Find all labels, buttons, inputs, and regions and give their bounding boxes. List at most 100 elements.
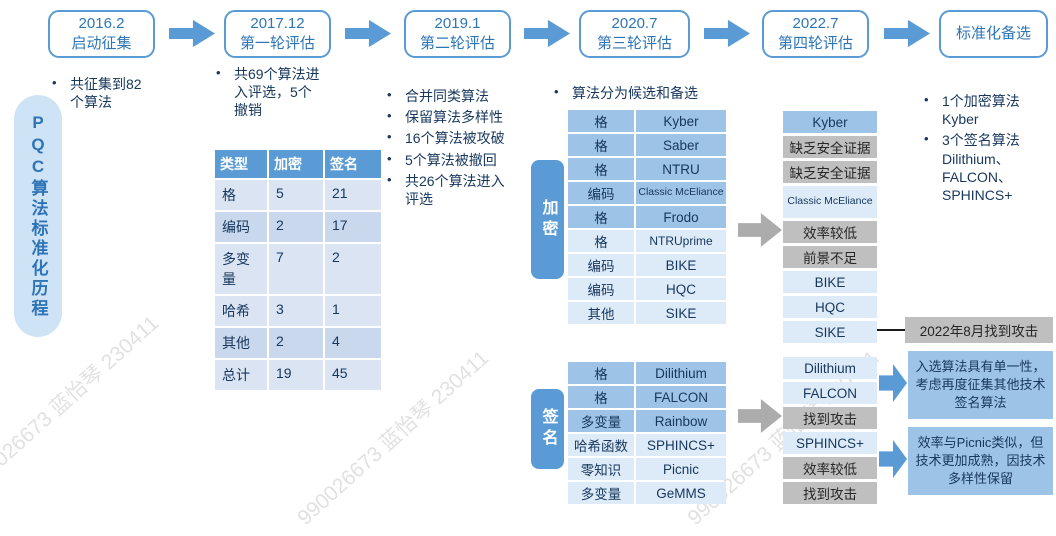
table-cell: 总计 (215, 360, 267, 390)
table-cell: 17 (325, 212, 381, 242)
table-cell: 编码 (215, 212, 267, 242)
bullet-item: 共26个算法进入评选 (383, 172, 509, 208)
result-cell: SPHINCS+ (783, 432, 877, 454)
algo-name-cell: Picnic (636, 458, 726, 480)
algo-name-cell: SIKE (636, 302, 726, 324)
encryption-section-pill: 加密 (531, 160, 564, 279)
diagram-title-capsule: PQC算法标准化历程 (14, 95, 62, 337)
round4-bullets: 算法分为候选和备选 (550, 84, 726, 105)
blue-arrow-icon (879, 440, 907, 478)
table-cell: 4 (325, 328, 381, 358)
algo-type-cell: 多变量 (568, 410, 634, 432)
timeline-stage-3: 2019.1 第二轮评估 (404, 10, 511, 58)
table-cell: 21 (325, 180, 381, 210)
stage-label: 第三轮评估 (596, 35, 672, 52)
signature-note-2: 效率与Picnic类似，但技术更加成熟，因技术多样性保留 (908, 427, 1053, 495)
table-cell: 3 (269, 296, 323, 326)
stage-label: 启动征集 (71, 35, 132, 52)
bullet-item: 共征集到82个算法 (48, 75, 152, 111)
result-cell: 缺乏安全证据 (783, 136, 877, 158)
round1-bullets: 共征集到82个算法 (48, 75, 152, 114)
bullet-item: 合并同类算法 (383, 87, 509, 105)
algo-type-cell: 编码 (568, 182, 634, 204)
table-header-cell: 类型 (215, 150, 267, 178)
algo-type-cell: 编码 (568, 278, 634, 300)
timeline-stage-2: 2017.12 第一轮评估 (224, 10, 331, 58)
algo-type-cell: 零知识 (568, 458, 634, 480)
algo-name-cell: Kyber (636, 110, 726, 132)
algo-type-cell: 格 (568, 158, 634, 180)
algo-type-cell: 格 (568, 134, 634, 156)
bullet-item: 1个加密算法Kyber (920, 92, 1046, 128)
bullet-item: 16个算法被攻破 (383, 129, 509, 147)
table-cell: 45 (325, 360, 381, 390)
bullet-item: 算法分为候选和备选 (550, 84, 726, 102)
table-header-cell: 加密 (269, 150, 323, 178)
table-header-row: 类型加密签名 (215, 150, 381, 178)
bullet-item: 5个算法被撤回 (383, 151, 509, 169)
stage-date: 2019.1 (434, 14, 481, 32)
algo-type-cell: 其他 (568, 302, 634, 324)
gray-arrow-icon (738, 213, 782, 247)
bullet-item: 保留算法多样性 (383, 108, 509, 126)
algo-type-cell: 编码 (568, 254, 634, 276)
round2-bullets: 共69个算法进入评选，5个撤销 (212, 65, 324, 123)
table-cell: 2 (325, 244, 381, 294)
stage-date: 2016.2 (78, 14, 125, 32)
algo-name-cell: SPHINCS+ (636, 434, 726, 456)
arrow-right-icon (345, 19, 391, 48)
table-cell: 其他 (215, 328, 267, 358)
algo-name-cell: NTRU (636, 158, 726, 180)
table-header-cell: 签名 (325, 150, 381, 178)
algo-name-cell: NTRUprime (636, 230, 726, 252)
timeline-stage-1: 2016.2 启动征集 (48, 10, 155, 58)
algo-name-cell: FALCON (636, 386, 726, 408)
result-cell: 效率较低 (783, 457, 877, 479)
final-bullets: 1个加密算法Kyber3个签名算法Dilithium、FALCON、SPHINC… (920, 92, 1046, 207)
algo-type-cell: 格 (568, 386, 634, 408)
stage-date: 2020.7 (611, 14, 658, 32)
algo-name-cell: BIKE (636, 254, 726, 276)
result-cell: Classic McEliance (783, 186, 877, 218)
algo-type-cell: 哈希函数 (568, 434, 634, 456)
algo-type-cell: 多变量 (568, 482, 634, 504)
result-cell: Dilithium (783, 357, 877, 379)
stage-label: 第四轮评估 (777, 35, 853, 52)
result-cell: FALCON (783, 382, 877, 404)
algo-type-cell: 格 (568, 230, 634, 252)
algo-name-cell: Dilithium (636, 362, 726, 384)
arrow-right-icon (169, 19, 215, 48)
algo-type-cell: 格 (568, 206, 634, 228)
algo-name-cell: Frodo (636, 206, 726, 228)
table-cell: 2 (269, 212, 323, 242)
result-cell: 缺乏安全证据 (783, 161, 877, 183)
blue-arrow-icon (879, 364, 907, 402)
result-cell: 效率较低 (783, 221, 877, 243)
table-cell: 多变量 (215, 244, 267, 294)
algo-name-cell: Saber (636, 134, 726, 156)
arrow-right-icon (884, 19, 930, 48)
result-cell: HQC (783, 296, 877, 318)
table-cell: 7 (269, 244, 323, 294)
result-cell: 前景不足 (783, 246, 877, 268)
stage-label: 第一轮评估 (239, 35, 315, 52)
signature-label: 签名 (539, 408, 557, 450)
gray-arrow-icon (738, 399, 782, 433)
algo-type-cell: 格 (568, 362, 634, 384)
algo-name-cell: GeMMS (636, 482, 726, 504)
